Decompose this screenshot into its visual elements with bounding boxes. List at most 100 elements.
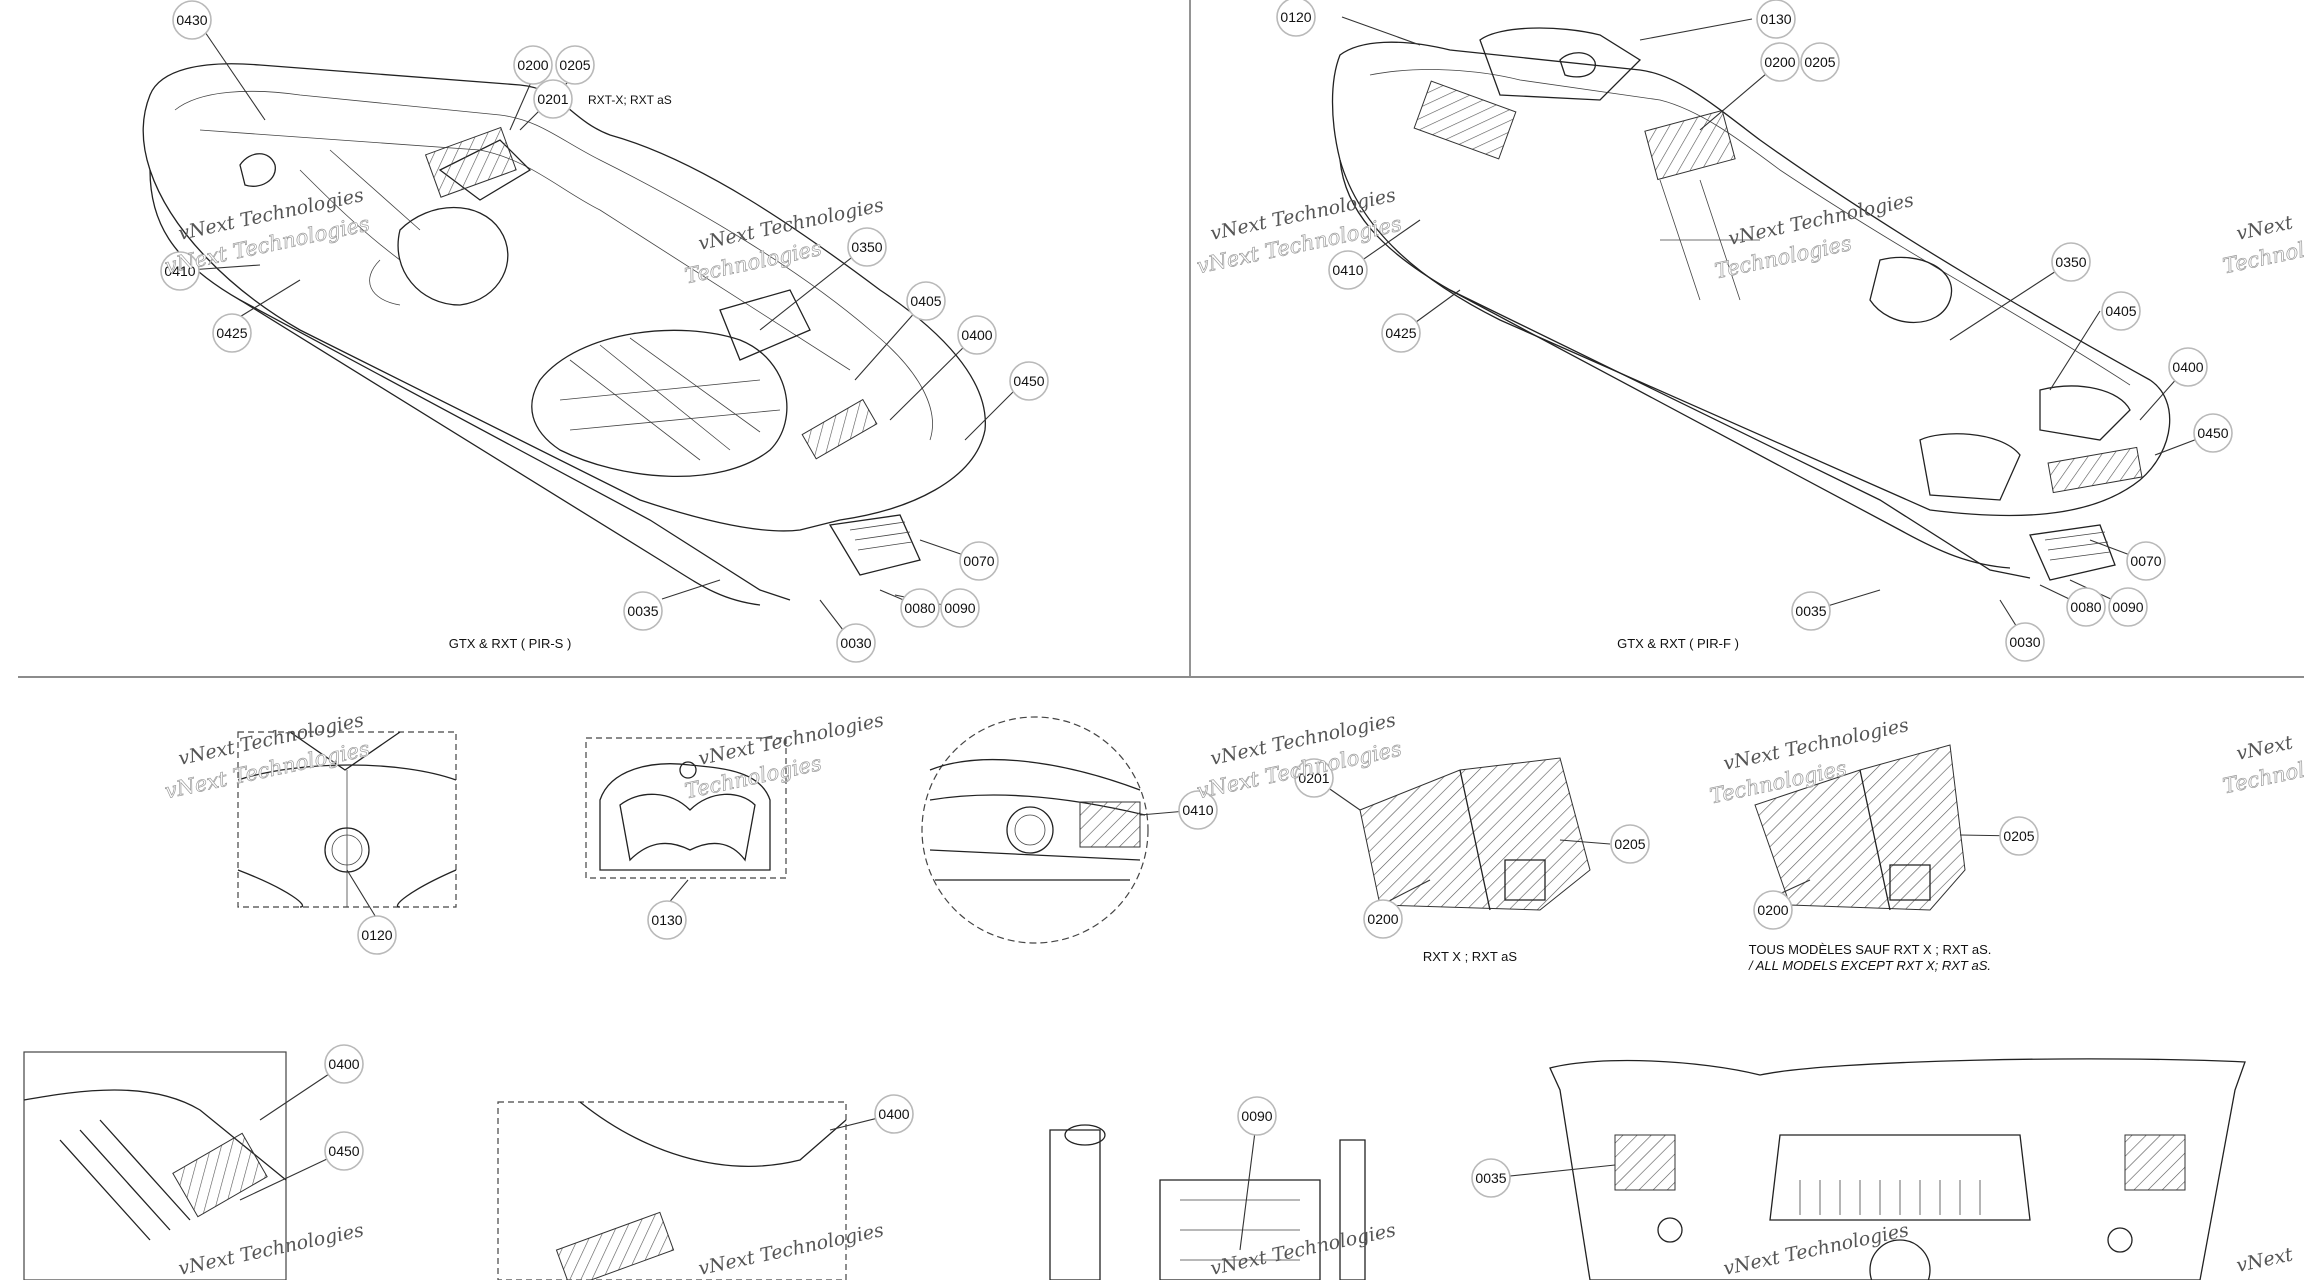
svg-text:0120: 0120	[361, 927, 392, 943]
callout-b-0200[interactable]: 0200	[1760, 42, 1800, 82]
callout-b-0030[interactable]: 0030	[2005, 622, 2045, 662]
detail-rear-stern-view	[1549, 1058, 2246, 1280]
callout-a-0425[interactable]: 0425	[212, 313, 252, 353]
callout-h-0035[interactable]: 0035	[1471, 1158, 1511, 1198]
callout-c-0410[interactable]: 0410	[1178, 790, 1218, 830]
callout-a-0205[interactable]: 0205	[555, 45, 595, 85]
callout-b-0070[interactable]: 0070	[2126, 541, 2166, 581]
svg-text:0450: 0450	[328, 1143, 359, 1159]
callout-b-0400[interactable]: 0400	[2168, 347, 2208, 387]
detail-handlebar-view	[585, 737, 787, 879]
watermark-5: vNext Technologies	[2220, 211, 2304, 278]
callout-e-0450[interactable]: 0450	[324, 1131, 364, 1171]
callout-b-0035[interactable]: 0035	[1791, 591, 1831, 631]
callout-a-0090[interactable]: 0090	[940, 588, 980, 628]
callout-c-0130[interactable]: 0130	[647, 900, 687, 940]
svg-text:0120: 0120	[1280, 9, 1311, 25]
svg-text:vNext Technologies: vNext Technologies	[1721, 1219, 1910, 1280]
caption-detail-all-fr: TOUS MODÈLES SAUF RXT X ; RXT aS.	[1749, 942, 1992, 957]
svg-text:0410: 0410	[1182, 802, 1213, 818]
callout-a-0070[interactable]: 0070	[959, 541, 999, 581]
svg-text:0450: 0450	[1013, 373, 1044, 389]
svg-text:0130: 0130	[1760, 11, 1791, 27]
svg-text:0205: 0205	[1614, 836, 1645, 852]
detail-pump-view	[1049, 1124, 1366, 1280]
svg-text:0090: 0090	[1241, 1108, 1272, 1124]
callout-b-0450[interactable]: 0450	[2193, 413, 2233, 453]
svg-text:vNext Technologies: vNext Technologies	[696, 1219, 885, 1280]
callout-b-0350[interactable]: 0350	[2051, 242, 2091, 282]
svg-text:0400: 0400	[878, 1106, 909, 1122]
callout-b-0080[interactable]: 0080	[2066, 587, 2106, 627]
watermark-4: vNext Technologies Technologies	[1712, 189, 1916, 284]
svg-text:vNext Technologies: vNext Technologies	[176, 1219, 365, 1280]
svg-text:0030: 0030	[840, 635, 871, 651]
callout-a-0410[interactable]: 0410	[160, 251, 200, 291]
callout-a-0201[interactable]: 0201	[533, 79, 573, 119]
caption-detail-all-en: / ALL MODELS EXCEPT RXT X; RXT aS.	[1748, 958, 1991, 973]
callout-c-0205[interactable]: 0205	[1610, 824, 1650, 864]
detail-fuel-cap-view	[921, 716, 1149, 944]
callout-b-0205[interactable]: 0205	[1800, 42, 1840, 82]
callout-c-0120[interactable]: 0120	[357, 915, 397, 955]
watermark-12: vNext Technologies	[696, 1219, 885, 1280]
callout-c-0201[interactable]: 0201	[1294, 758, 1334, 798]
svg-text:0205: 0205	[559, 57, 590, 73]
callout-b-0410[interactable]: 0410	[1328, 250, 1368, 290]
detail-rear-mid-view	[497, 1101, 847, 1280]
callout-g-0090[interactable]: 0090	[1237, 1096, 1277, 1136]
callout-a-0200[interactable]: 0200	[513, 45, 553, 85]
callout-a-0400[interactable]: 0400	[957, 315, 997, 355]
svg-text:0450: 0450	[2197, 425, 2228, 441]
callout-c-0200[interactable]: 0200	[1363, 899, 1403, 939]
detail-storage-bin-rxt	[1359, 757, 1591, 911]
svg-text:0425: 0425	[216, 325, 247, 341]
detail-rear-left-view	[23, 1051, 287, 1280]
svg-text:0405: 0405	[910, 293, 941, 309]
callout-b-0425[interactable]: 0425	[1381, 313, 1421, 353]
svg-text:0200: 0200	[1757, 902, 1788, 918]
svg-text:0410: 0410	[1332, 262, 1363, 278]
callout-b-0405[interactable]: 0405	[2101, 291, 2141, 331]
callout-f-0400[interactable]: 0400	[874, 1094, 914, 1134]
callout-e-0400[interactable]: 0400	[324, 1044, 364, 1084]
caption-view-pir-s: GTX & RXT ( PIR-S )	[449, 636, 572, 651]
callout-d-0200[interactable]: 0200	[1753, 890, 1793, 930]
svg-text:0070: 0070	[963, 553, 994, 569]
svg-text:0405: 0405	[2105, 303, 2136, 319]
callout-a-0450[interactable]: 0450	[1009, 361, 1049, 401]
callout-a-0430[interactable]: 0430	[172, 0, 212, 40]
callout-a-0405[interactable]: 0405	[906, 281, 946, 321]
svg-text:0070: 0070	[2130, 553, 2161, 569]
watermark-11: vNext Technologies	[176, 1219, 365, 1280]
svg-text:0130: 0130	[651, 912, 682, 928]
watermark-14: vNext Technologies	[1721, 1219, 1910, 1280]
watermark-13: vNext Technologies	[1208, 1219, 1397, 1280]
svg-text:0035: 0035	[1795, 603, 1826, 619]
callout-a-0350[interactable]: 0350	[847, 227, 887, 267]
svg-text:0030: 0030	[2009, 634, 2040, 650]
watermark-1: vNext Technologies vNext Technologies	[162, 184, 372, 279]
svg-text:vNext: vNext	[2234, 731, 2295, 764]
svg-text:0201: 0201	[1298, 770, 1329, 786]
callout-a-0080[interactable]: 0080	[900, 588, 940, 628]
svg-text:0200: 0200	[1367, 911, 1398, 927]
watermark-6: vNext Technologies vNext Technologies	[162, 709, 372, 804]
callout-b-0130[interactable]: 0130	[1756, 0, 1796, 39]
callout-b-0120[interactable]: 0120	[1276, 0, 1316, 37]
svg-text:0425: 0425	[1385, 325, 1416, 341]
callout-d-0205[interactable]: 0205	[1999, 816, 2039, 856]
callout-a-0035[interactable]: 0035	[623, 591, 663, 631]
caption-rxt-note: RXT-X; RXT aS	[588, 93, 672, 107]
callout-b-0090[interactable]: 0090	[2108, 587, 2148, 627]
svg-text:0430: 0430	[176, 12, 207, 28]
svg-text:0400: 0400	[328, 1056, 359, 1072]
svg-text:0400: 0400	[2172, 359, 2203, 375]
callout-a-0030[interactable]: 0030	[836, 623, 876, 663]
svg-text:vNext: vNext	[2234, 1243, 2295, 1276]
callout-bubbles: 0430 0200 0205 0201 0410 0425 0350 0405 …	[160, 0, 2233, 1198]
svg-text:0350: 0350	[2055, 254, 2086, 270]
svg-text:vNext Technologies: vNext Technologies	[1208, 1219, 1397, 1280]
svg-text:0090: 0090	[2112, 599, 2143, 615]
svg-text:0200: 0200	[517, 57, 548, 73]
